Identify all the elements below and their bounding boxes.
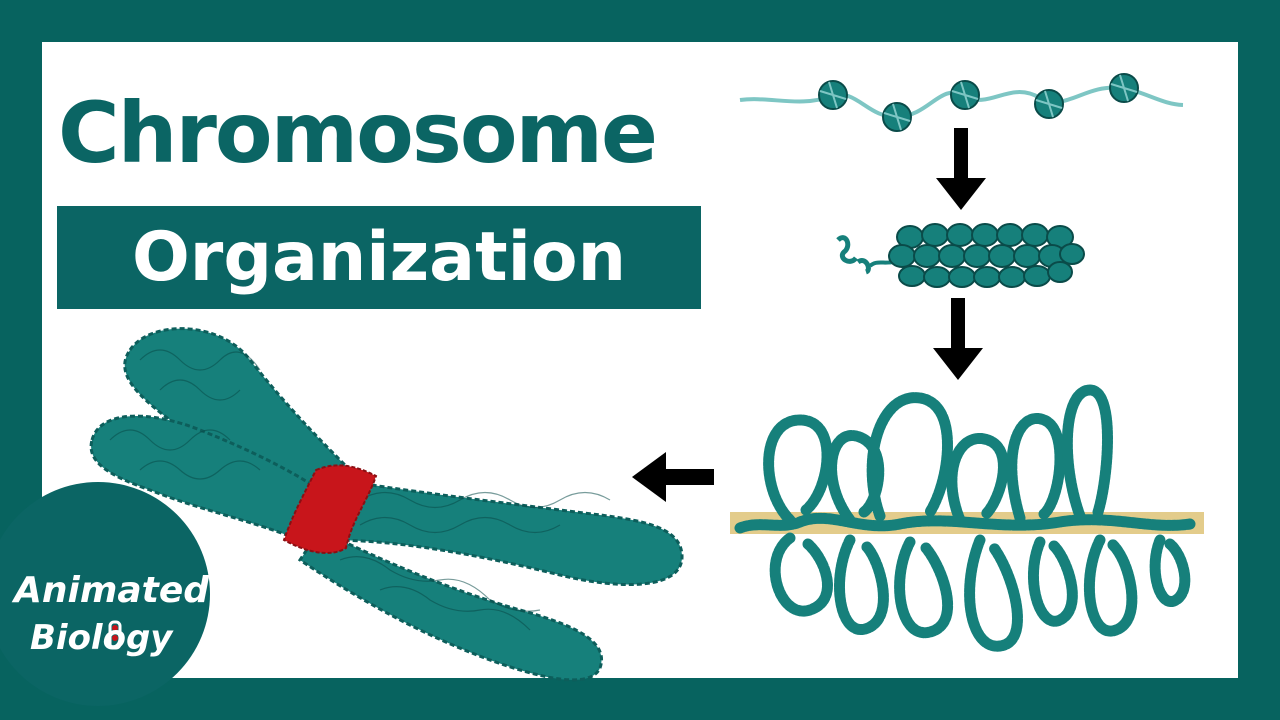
nucleosome [882, 102, 912, 132]
nucleosome [1109, 73, 1139, 103]
subtitle-banner [57, 206, 701, 309]
arrow-down-icon [936, 128, 986, 210]
nucleosome [950, 80, 980, 110]
nucleosome [818, 80, 848, 110]
arrow-down-icon [933, 298, 983, 380]
chromatid-lower-arms [297, 478, 684, 682]
texture-loops [109, 349, 611, 631]
solenoid-coils [888, 223, 1085, 288]
metaphase-chromosome-icon [89, 327, 684, 682]
page-subtitle: Organization [131, 218, 627, 297]
nucleosome-beads-on-string-icon [739, 73, 1184, 132]
solenoid-30nm-fiber-icon [836, 223, 1085, 288]
arrow-left-icon [632, 452, 714, 502]
logo-line-1: Animated [14, 570, 210, 611]
page-title: Chromosome [58, 84, 658, 182]
looped-domains-on-scaffold-icon [730, 384, 1204, 652]
nucleosome [1034, 89, 1064, 119]
logo-line-2: Biology [30, 618, 173, 658]
test-tube-dna-icon [108, 620, 122, 650]
centromere [282, 464, 378, 555]
logo-badge [0, 482, 210, 706]
